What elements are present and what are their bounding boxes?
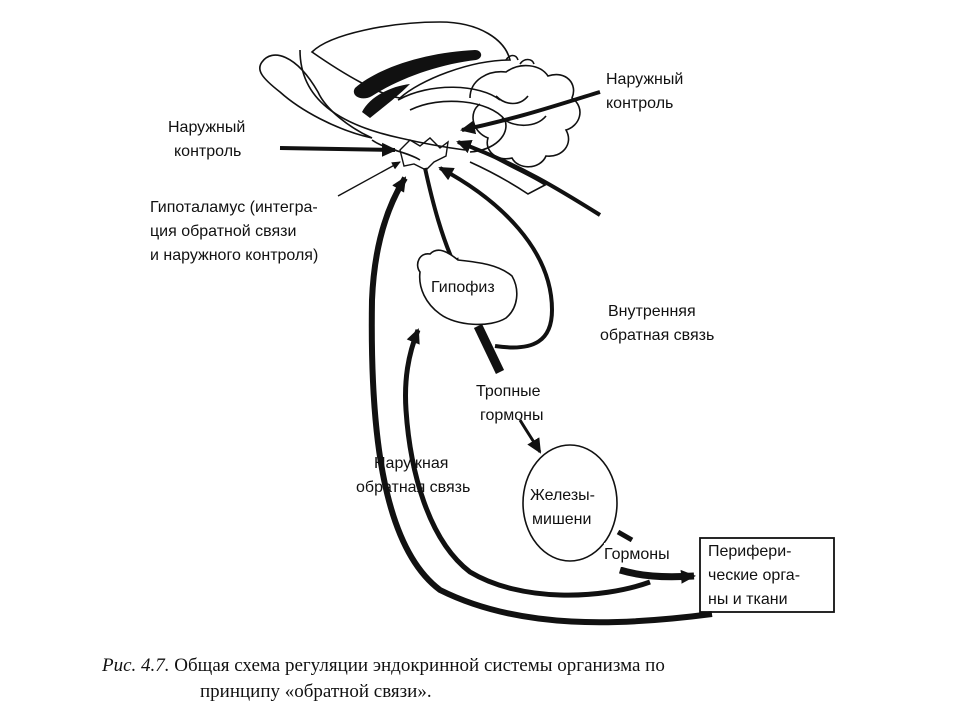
external-feedback-label: Наружная обратная связь [356, 455, 471, 496]
hormones-label: Гормоны [604, 543, 670, 567]
hormones-arrow [618, 566, 696, 584]
target-glands-ellipse [522, 444, 618, 562]
pituitary-shape [416, 249, 518, 326]
tropic-hormones-stalk [473, 324, 505, 374]
external-control-right-arrow-1 [460, 90, 601, 135]
hypothalamus-shape [399, 137, 449, 171]
external-feedback-loop-inner [403, 328, 651, 598]
brain-drawing [258, 21, 581, 195]
hypothalamus-label: Гипоталамус (интегра- ция обратной связи… [150, 199, 319, 264]
figure-caption: Рис. 4.7. Общая схема регуляции эндокрин… [102, 653, 922, 705]
hypothalamus-pointer [337, 161, 401, 197]
peripheral-organs-box [699, 537, 835, 613]
fornix-shape [362, 84, 410, 118]
external-control-right-label: Наружный контроль [606, 71, 684, 112]
caption-line-2: принципу «обратной связи». [200, 681, 432, 702]
internal-feedback-label: Внутренняя обратная связь [600, 303, 715, 344]
caption-prefix: Рис. 4.7. [102, 655, 170, 676]
corpus-callosum-shape [353, 50, 482, 99]
external-feedback-loop-outer [368, 176, 713, 626]
caption-line-1: Общая схема регуляции эндокринной систем… [174, 655, 665, 676]
peripheral-organs-label: Перифери- ческие орга- ны и ткани [708, 543, 801, 608]
external-control-right-arrow-2 [456, 139, 602, 217]
tropic-hormones-arrow [518, 419, 542, 454]
tropic-hormones-label: Тропные гормоны [476, 383, 544, 424]
external-control-left-label: Наружный контроль [168, 119, 246, 160]
hormones-stub [616, 529, 634, 543]
internal-feedback-loop [438, 166, 555, 350]
pituitary-label: Гипофиз [431, 279, 495, 296]
external-control-left-arrow [279, 142, 397, 157]
target-glands-label: Железы- мишени [530, 487, 595, 528]
